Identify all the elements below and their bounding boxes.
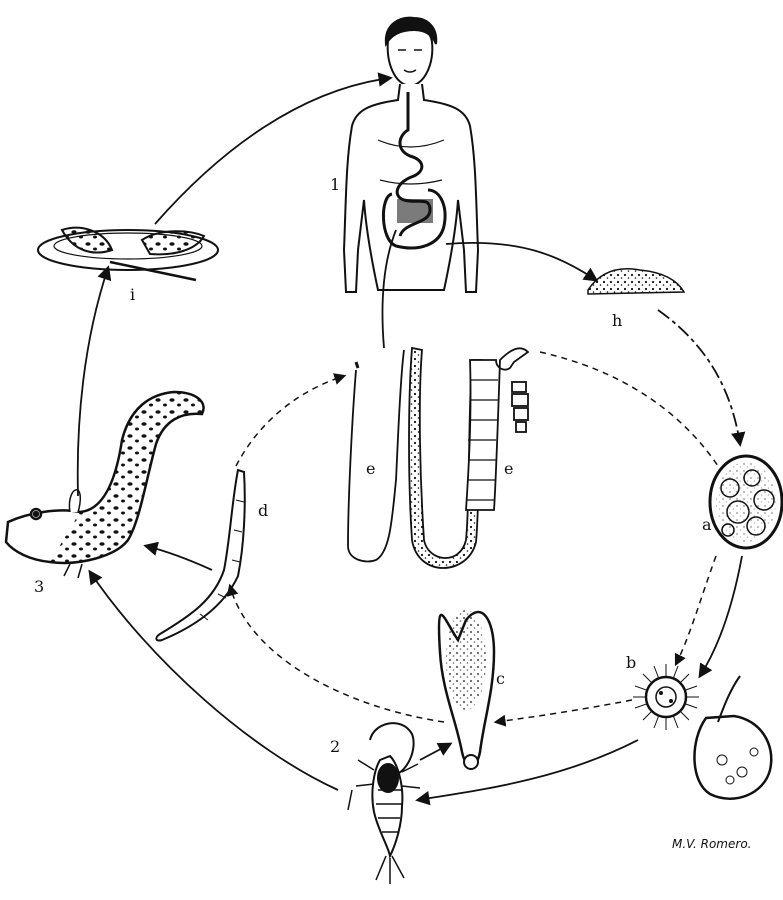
raw-fish-dish xyxy=(37,226,219,282)
coracidium xyxy=(633,664,699,730)
artist-signature: M.V. Romero. xyxy=(672,837,751,851)
label-feces: h xyxy=(612,311,622,330)
hatched-egg-shell xyxy=(693,675,773,800)
egg xyxy=(708,454,783,550)
fish-host xyxy=(4,390,205,579)
copepod-host xyxy=(347,722,421,884)
label-second-intermediate-host: 3 xyxy=(34,577,44,596)
label-raw-fish-dish: i xyxy=(130,285,135,304)
label-egg: a xyxy=(702,515,712,534)
label-adult-worm-right: e xyxy=(504,459,513,478)
plerocercoid xyxy=(155,468,246,642)
label-plerocercoid: d xyxy=(258,501,268,520)
label-adult-worm-left: e xyxy=(366,459,375,478)
adult-tapeworm-scolex xyxy=(347,349,405,563)
adult-tapeworm-gravid-segments xyxy=(465,347,530,511)
procercoid xyxy=(437,610,496,770)
label-procercoid: c xyxy=(496,669,505,688)
label-first-intermediate-host: 2 xyxy=(330,737,340,756)
label-coracidium: b xyxy=(626,653,636,672)
cycle-arrows-dashed xyxy=(226,351,719,727)
feces xyxy=(587,268,686,295)
label-definitive-host: 1 xyxy=(330,175,340,194)
cycle-arrows-solid xyxy=(76,72,746,806)
human-host xyxy=(342,16,480,293)
